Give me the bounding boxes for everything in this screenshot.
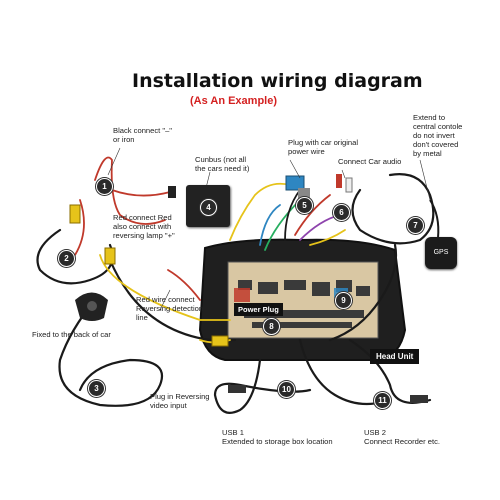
plug-car-label: Plug with car original power wire (288, 138, 358, 156)
marker-5: 5 (296, 197, 313, 214)
extend-line2: central contole (413, 122, 463, 131)
canbus-label: Cunbus (not all the cars need it) (195, 155, 249, 173)
red-connect-line3: reversing lamp "+" (113, 231, 175, 240)
page-title: Installation wiring diagram (132, 70, 423, 92)
marker-11: 11 (374, 392, 391, 409)
head-unit-tag: Head Unit (370, 349, 420, 364)
plug-reversing-label: Plug in Reversing video input (150, 392, 210, 410)
canbus-line1: Cunbus (not all (195, 155, 247, 164)
usb1-line2: Extended to storage box location (222, 437, 333, 446)
extend-line3: do not invert (413, 131, 455, 140)
marker-3: 3 (88, 380, 105, 397)
connect-audio-label: Connect Car audio (338, 157, 402, 166)
usb2-line2: Connect Recorder etc. (364, 437, 440, 446)
extend-label: Extend to central contole do not invert … (413, 113, 462, 158)
usb2-label: USB 2 Connect Recorder etc. (364, 428, 440, 446)
marker-8: 8 (263, 318, 280, 335)
red-connect-label: Red connect Red also connect with revers… (113, 213, 175, 240)
reversing-camera-graphic (75, 292, 108, 321)
red-wire-line2: Reversing detection (136, 304, 204, 313)
red-connect-line1: Red connect Red (113, 213, 172, 222)
head-unit-graphic (198, 238, 407, 361)
extend-line5: by metal (413, 149, 442, 158)
plug-car-line2: power wire (288, 147, 325, 156)
plug-reversing-line1: Plug in Reversing (150, 392, 210, 401)
marker-6: 6 (333, 204, 350, 221)
marker-10: 10 (278, 381, 295, 398)
red-connect-line2: also connect with (113, 222, 172, 231)
plug-car-line1: Plug with car original (288, 138, 359, 147)
extend-line4: don't covered (413, 140, 459, 149)
plug-reversing-line2: video input (150, 401, 187, 410)
marker-4: 4 (200, 199, 217, 216)
marker-9: 9 (335, 292, 352, 309)
black-connect-line1: Black connect "–" (113, 126, 172, 135)
black-connect-line2: or iron (113, 135, 135, 144)
usb1-line1: USB 1 (222, 428, 244, 437)
gps-antenna: GPS (425, 237, 457, 269)
power-plug-tag: Power Plug (234, 303, 283, 316)
marker-1: 1 (96, 178, 113, 195)
extend-line1: Extend to (413, 113, 446, 122)
red-wire-line1: Red wire connect (136, 295, 195, 304)
black-connect-label: Black connect "–" or iron (113, 126, 172, 144)
usb1-label: USB 1 Extended to storage box location (222, 428, 333, 446)
red-wire-line3: line (136, 313, 148, 322)
marker-7: 7 (407, 217, 424, 234)
fixed-back-label: Fixed to the back of car (32, 330, 111, 339)
gps-label: GPS (433, 249, 449, 256)
marker-2: 2 (58, 250, 75, 267)
usb2-line1: USB 2 (364, 428, 386, 437)
canbus-line2: the cars need it) (195, 164, 250, 173)
page-subtitle: (As An Example) (190, 95, 278, 107)
red-wire-label: Red wire connect Reversing detection lin… (136, 295, 203, 322)
